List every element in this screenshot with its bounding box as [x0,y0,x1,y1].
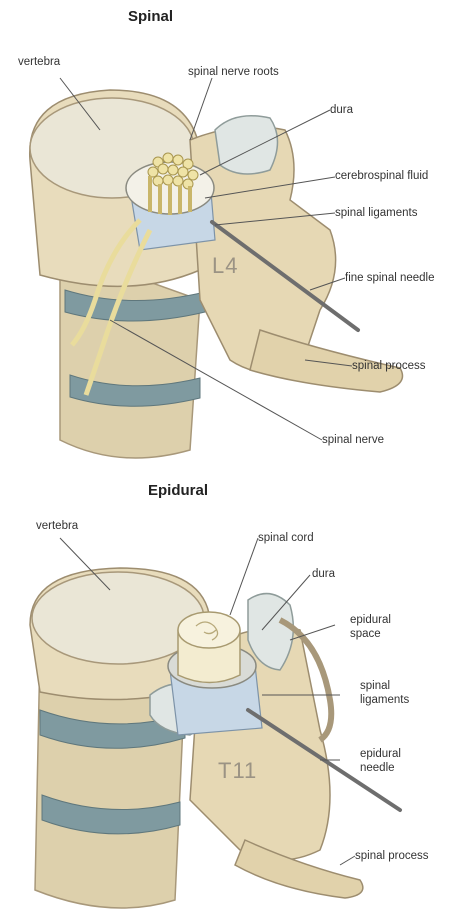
label-dura: dura [330,104,353,117]
facet-joint [215,116,278,174]
label-vertebra: vertebra [36,520,78,533]
label-epidural-space-line1: epidural [350,614,391,627]
label-epidural-space-line2: space [350,628,381,641]
label-spinal-process: spinal process [355,850,429,863]
label-spinal-ligaments-line2: ligaments [360,694,409,707]
label-spinal-nerve: spinal nerve [322,434,384,447]
label-cerebrospinal-fluid: cerebrospinal fluid [335,170,428,183]
spinal-title: Spinal [128,8,173,25]
label-spinal-ligaments: spinal ligaments [335,207,417,220]
epidural-diagram-panel: Epidural T11 vertebra spinal cord dura e… [0,470,467,923]
vertebra-level-l4: L4 [212,253,238,279]
label-vertebra: vertebra [18,56,60,69]
spinal-diagram-panel: Spinal L4 vertebra spinal nerve roots du… [0,0,467,470]
vertebra-level-t11: T11 [218,758,257,784]
spinal-cord-top [178,612,240,648]
label-spinal-nerve-roots: spinal nerve roots [188,66,279,79]
label-epidural-needle-line1: epidural [360,748,401,761]
label-dura: dura [312,568,335,581]
label-epidural-needle-line2: needle [360,762,395,775]
label-spinal-process: spinal process [352,360,426,373]
epidural-title: Epidural [148,482,208,499]
label-spinal-cord: spinal cord [258,532,314,545]
label-spinal-ligaments-line1: spinal [360,680,390,693]
label-fine-spinal-needle: fine spinal needle [345,272,435,285]
